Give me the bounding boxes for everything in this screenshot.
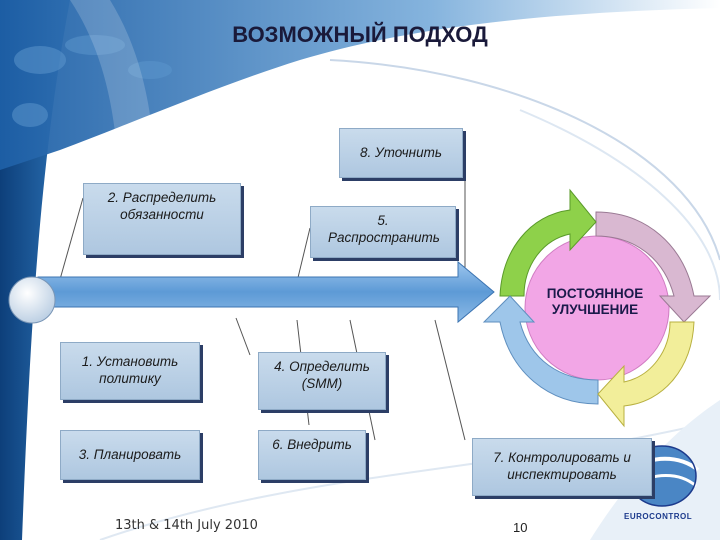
page-number: 10 [513,520,528,535]
step-7-box: 7. Контролировать и инспектировать [472,438,652,496]
cycle-arrow-blue [482,295,599,405]
step-1-box: 1. Установить политику [60,342,200,400]
step-4-box: 4. Определить (SMM) [258,352,386,410]
step-4-label: 4. Определить (SMM) [274,359,370,391]
step-8-label: 8. Уточнить [360,144,442,160]
right-swoosh [329,59,720,261]
map-texture [12,35,172,127]
step-5-label: 5. Распространить [328,213,440,245]
step-5-box: 5. Распространить [310,206,456,258]
step-2-box: 2. Распределить обязанности [83,183,241,255]
step-8-box: 8. Уточнить [339,128,463,178]
step-6-label: 6. Внедрить [272,437,352,452]
eurocontrol-logo-text: EUROCONTROL [624,512,693,521]
cycle-arrow-green [499,188,597,297]
improvement-cycle [482,188,712,428]
step-3-label: 3. Планировать [78,446,182,462]
timeline-knob [8,276,56,324]
cycle-arrow-yellow [597,321,695,428]
cycle-label: ПОСТОЯННОЕ УЛУЧШЕНИЕ [546,286,644,318]
step-7-label: 7. Контролировать и инспектировать [493,450,631,482]
step-2-label: 2. Распределить обязанности [107,190,217,222]
white-swoosh [60,0,156,540]
top-band [0,0,720,170]
page-title: ВОЗМОЖНЫЙ ПОДХОД [232,22,488,47]
step-1-label: 1. Установить политику [81,354,179,386]
step-3-box: 3. Планировать [60,430,200,480]
footer-date: 13th & 14th July 2010 [115,518,258,533]
timeline-arrow [37,260,495,324]
step-6-box: 6. Внедрить [258,430,366,480]
cycle-arrow-mauve [595,211,712,323]
right-swoosh-2 [519,109,720,301]
